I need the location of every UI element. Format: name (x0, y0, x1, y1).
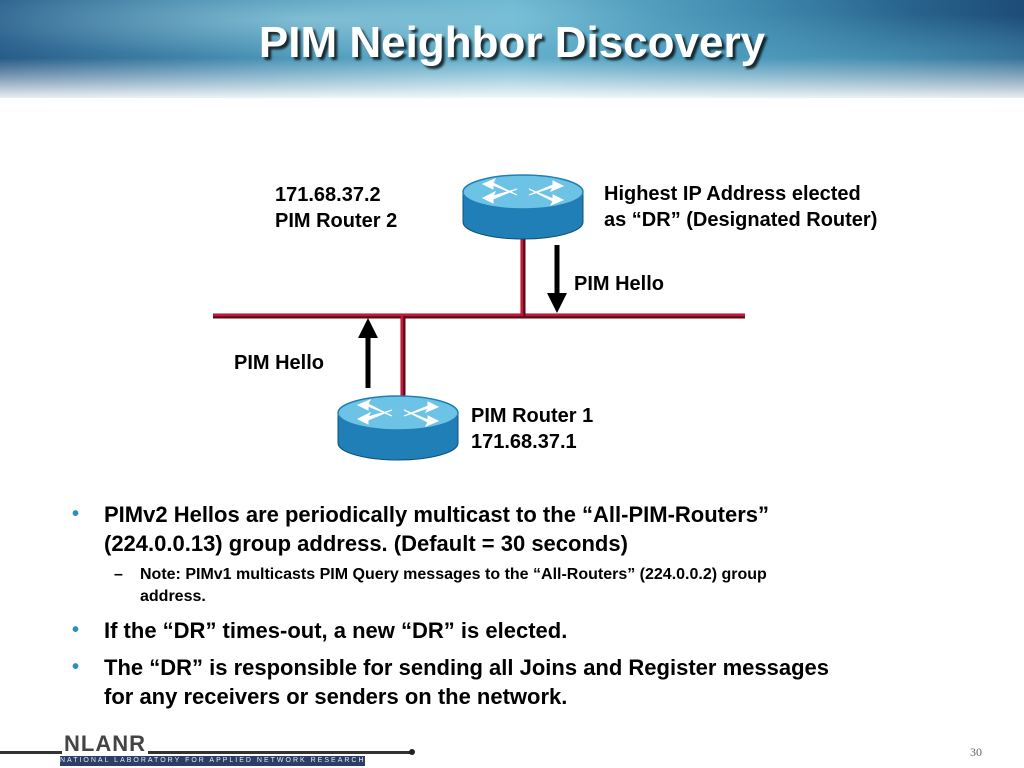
nlanr-logo: NLANR (62, 731, 148, 757)
bullet-3-line2: for any receivers or senders on the netw… (104, 684, 568, 709)
lan-segment (213, 313, 745, 319)
bullet-list: • PIMv2 Hellos are periodically multicas… (70, 500, 970, 719)
hello-label-top: PIM Hello (574, 273, 665, 295)
page-number: 30 (970, 745, 982, 759)
dr-note-line2: as “DR” (Designated Router) (604, 209, 878, 231)
router2-link (520, 238, 526, 316)
router2-ip: 171.68.37.2 (275, 184, 381, 206)
footer-rule (0, 751, 410, 754)
bullet-item: • If the “DR” times-out, a new “DR” is e… (70, 616, 970, 645)
dr-note-line1: Highest IP Address elected (604, 183, 861, 205)
slide-title: PIM Neighbor Discovery (258, 18, 766, 67)
bullet-item: • PIMv2 Hellos are periodically multicas… (70, 500, 970, 608)
bullet-3-line1: The “DR” is responsible for sending all … (104, 655, 829, 680)
footer: NLANR NATIONAL LABORATORY FOR APPLIED NE… (0, 730, 1024, 768)
bullet-dot-icon: • (72, 656, 80, 678)
network-diagram: 171.68.37.2 PIM Router 2 Highest IP Addr… (213, 174, 877, 461)
hello-label-bottom: PIM Hello (234, 352, 325, 374)
dr-note: Highest IP Address elected as “DR” (Desi… (604, 181, 877, 233)
network-diagram-svg (213, 174, 745, 461)
nlanr-tagline: NATIONAL LABORATORY FOR APPLIED NETWORK … (60, 756, 365, 766)
router-2-icon (462, 174, 584, 240)
sub-bullet-line2: address. (140, 588, 206, 605)
bullet-2-text: If the “DR” times-out, a new “DR” is ele… (104, 618, 568, 643)
sub-bullet-item: – Note: PIMv1 multicasts PIM Query messa… (104, 564, 970, 608)
bullet-item: • The “DR” is responsible for sending al… (70, 653, 970, 711)
router-1-icon (337, 395, 459, 461)
router2-name: PIM Router 2 (275, 210, 398, 232)
bullet-dot-icon: • (72, 503, 80, 525)
router1-label: PIM Router 1 171.68.37.1 (471, 403, 593, 455)
title-banner: PIM Neighbor Discovery (0, 0, 1024, 98)
sub-bullet-line1: Note: PIMv1 multicasts PIM Query message… (140, 566, 767, 583)
bullet-1-line1: PIMv2 Hellos are periodically multicast … (104, 502, 770, 527)
router1-ip: 171.68.37.1 (471, 431, 577, 453)
bullet-1-line2: (224.0.0.13) group address. (Default = 3… (104, 531, 628, 556)
router1-name: PIM Router 1 (471, 405, 594, 427)
footer-rule-end-dot (409, 749, 415, 755)
router2-label: 171.68.37.2 PIM Router 2 (275, 182, 397, 234)
sub-bullet-list: – Note: PIMv1 multicasts PIM Query messa… (104, 564, 970, 608)
dash-icon: – (114, 566, 123, 583)
router1-link (400, 316, 406, 398)
bullet-dot-icon: • (72, 619, 80, 641)
